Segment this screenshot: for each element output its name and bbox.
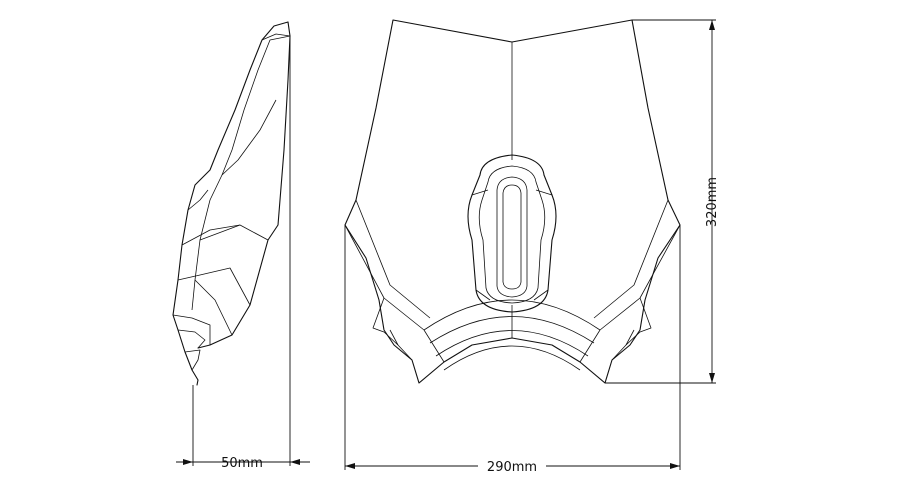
side-depth-dimension: 50mm (176, 36, 310, 471)
front-width-dimension: 290mm (344, 225, 681, 475)
front-height-label: 320mm (705, 177, 720, 227)
side-view (172, 21, 291, 386)
front-height-dimension: 320mm (605, 19, 720, 384)
front-view (344, 19, 681, 384)
front-width-label: 290mm (487, 460, 537, 475)
side-depth-label: 50mm (221, 456, 263, 471)
